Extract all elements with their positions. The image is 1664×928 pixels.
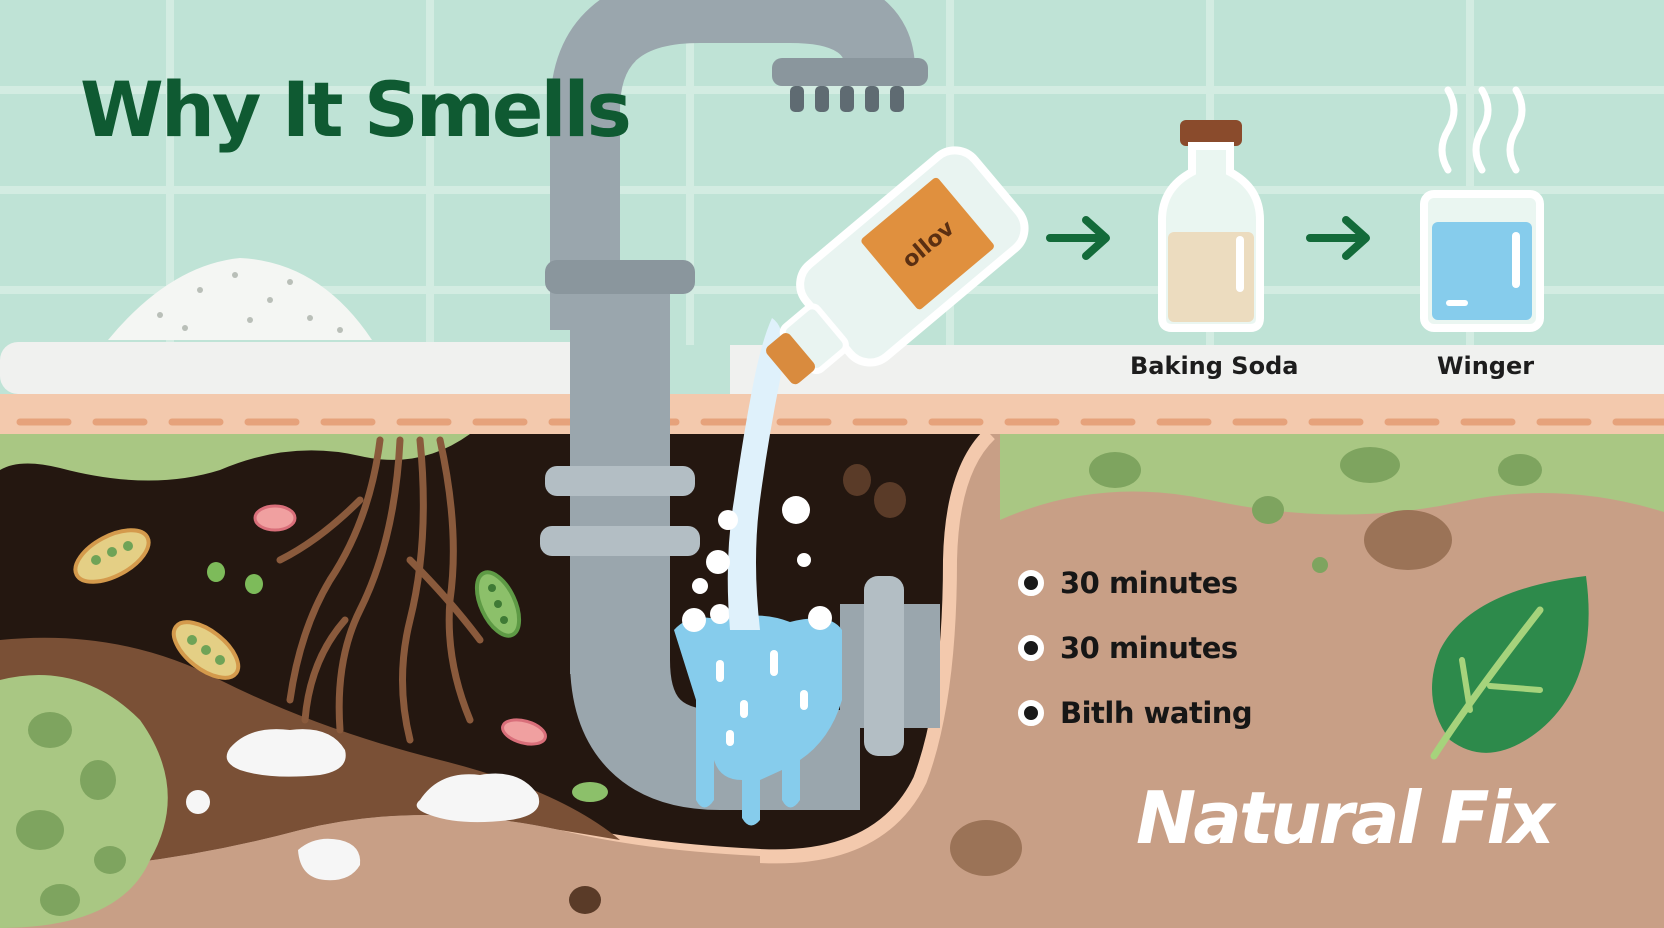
counter-edge: [0, 394, 1664, 434]
faucet-icon: [550, 0, 915, 330]
fix-title: Natural Fix: [1136, 776, 1555, 860]
step-text: Bitlh wating: [1060, 695, 1253, 730]
cavity-border: [558, 428, 995, 864]
pebble-2: [950, 820, 1022, 876]
bottle-icon: ollov: [766, 146, 1029, 385]
bacteria-icon: [171, 620, 241, 680]
bullet-icon: [1018, 634, 1044, 661]
arrow-right-icon: [1306, 216, 1370, 260]
bullet-icon: [1018, 699, 1044, 726]
counter-left: [0, 342, 640, 394]
bacteria-icon: [207, 504, 608, 802]
water-highlights: [682, 604, 832, 746]
moss-band: [1000, 434, 1664, 520]
foam-blobs: [186, 729, 540, 881]
steps-list: 30 minutes 30 minutes Bitlh wating: [1018, 550, 1253, 745]
step-text: 30 minutes: [1060, 630, 1238, 665]
list-item: 30 minutes: [1018, 550, 1252, 615]
list-item: Bitlh wating: [1018, 680, 1253, 745]
water-droplets: [692, 496, 811, 594]
water-stream: [727, 318, 784, 630]
moss-blob-spots: [16, 712, 126, 916]
step-text: 30 minutes: [1060, 565, 1238, 600]
headline: Why It Smells: [80, 65, 632, 154]
leaf-icon: [1430, 576, 1589, 760]
mud-spots: [569, 464, 906, 914]
bacteria-icon: [73, 528, 151, 584]
moss-spots: [1089, 447, 1542, 573]
moss-top-left: [0, 434, 470, 481]
baking-soda-pile: [108, 258, 372, 340]
ingredient-label-baking-soda: Baking Soda: [1130, 352, 1299, 380]
roots: [276, 436, 484, 744]
arrow-right-icon: [1046, 216, 1110, 260]
glass-icon: [1420, 190, 1544, 332]
bacteria-icon: [474, 570, 522, 638]
bottle-icon: [1158, 120, 1264, 332]
steam-icon: [1438, 86, 1526, 174]
bullet-icon: [1018, 569, 1044, 596]
pebble-1: [1364, 510, 1452, 570]
ingredient-label-vinegar: Winger: [1437, 352, 1535, 380]
powder-speckles: [157, 272, 343, 333]
list-item: 30 minutes: [1018, 615, 1252, 680]
